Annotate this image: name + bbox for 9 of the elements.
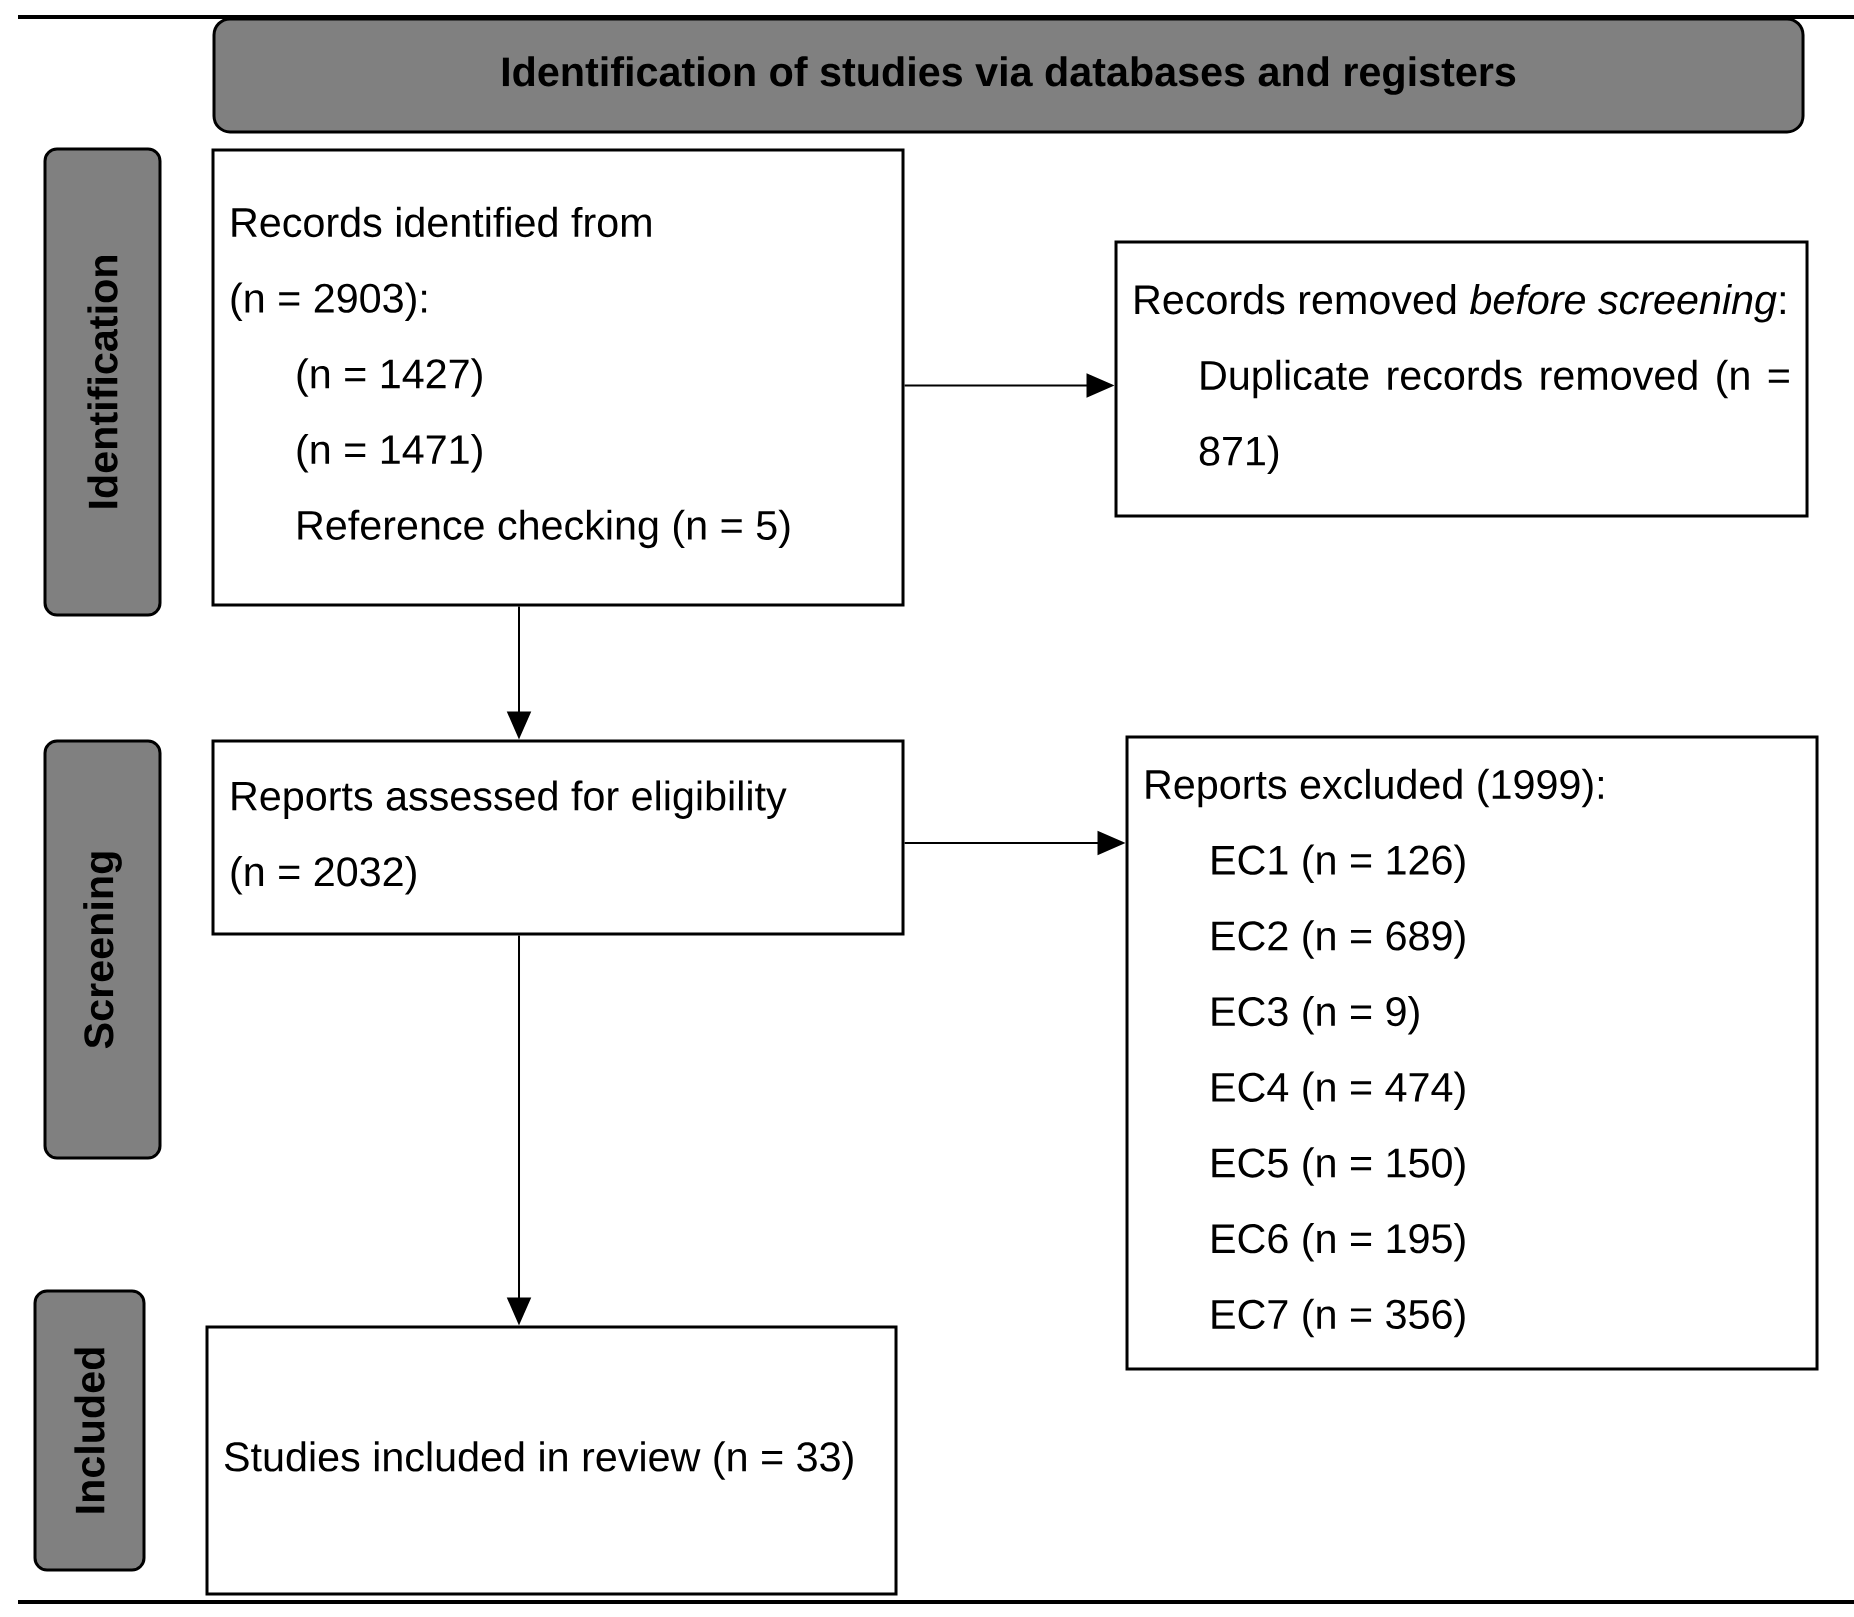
process-box: Reports excluded (1999): EC1 (n = 126) EC2 (n = 689) EC3 (n = 9) EC4 (n = 474) EC5 (n = 150) EC6 (n = 195) EC7 (n = 356) bbox=[1125, 735, 1819, 1371]
header-band: Identification of studies via databases and registers bbox=[212, 17, 1805, 134]
process-box: Records identified from (n = 2903): (n = 1427) (n = 1471) Reference checking (n = 5) bbox=[211, 148, 905, 607]
process-box: Reports assessed for eligibility (n = 2032) bbox=[211, 739, 905, 936]
stage-band: Identification bbox=[43, 147, 162, 617]
process-box: Records removed before screening: Duplicate records removed (n = 871) bbox=[1114, 240, 1809, 518]
process-box: Studies included in review (n = 33) bbox=[205, 1325, 898, 1596]
stage-band: Included bbox=[33, 1289, 146, 1572]
stage-band: Screening bbox=[43, 739, 162, 1160]
